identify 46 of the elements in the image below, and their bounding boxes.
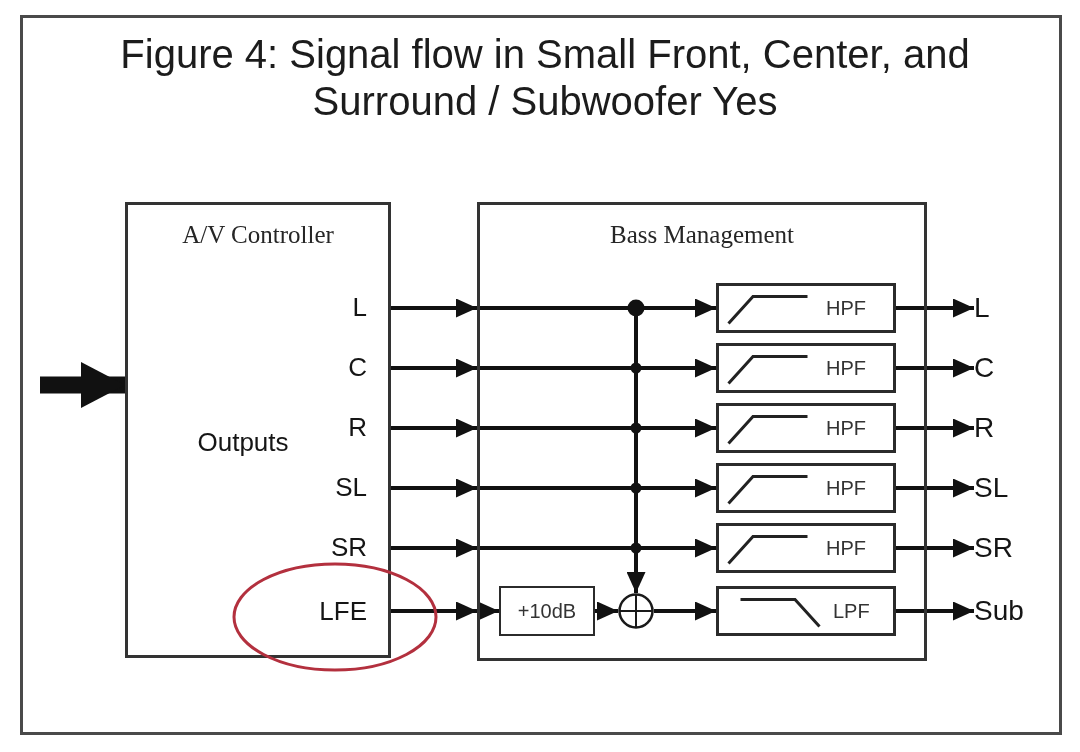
arrow [896,538,974,558]
output-label: SL [974,472,1009,504]
arrow [391,539,716,558]
port-label: SR [330,533,367,563]
filter-block [716,463,896,513]
output-label: SR [974,532,1013,564]
arrow [391,359,716,378]
output-label: L [974,292,990,324]
arrow [896,358,974,378]
arrow [654,601,716,621]
filter-block [716,343,896,393]
arrow [391,419,716,438]
arrow [896,418,974,438]
processing-block [477,202,927,661]
output-label: Sub [974,595,1024,627]
port-label: LFE [319,597,367,627]
block-title: Bass Management [610,221,794,250]
arrow [896,478,974,498]
arrow [595,601,618,621]
arrow [896,298,974,318]
filter-label: HPF [826,416,866,440]
filter-label: HPF [826,476,866,500]
port-label: SL [335,473,367,503]
filter-block [716,523,896,573]
block-title: A/V Controller [182,221,334,250]
filter-label: LPF [833,599,870,623]
output-label: C [974,352,995,384]
summing-junction [618,593,654,629]
port-label: C [348,353,367,383]
filter-label: HPF [826,356,866,380]
controller-block [125,202,391,658]
block-arrow [40,362,125,408]
port-label: L [352,293,367,323]
filter-block [716,403,896,453]
gain-block: +10dB [499,586,595,636]
arrow [391,602,499,621]
filter-label: HPF [826,296,866,320]
port-label: R [348,413,367,443]
section-label: Outputs [197,428,289,458]
output-label: R [974,412,995,444]
filter-block [716,283,896,333]
filter-label: HPF [826,536,866,560]
arrow [391,479,716,498]
filter-block [716,586,896,636]
figure-title: Figure 4: Signal flow in Small Front, Center, and Surround / Subwoofer Yes [119,31,971,125]
arrow [896,601,974,621]
